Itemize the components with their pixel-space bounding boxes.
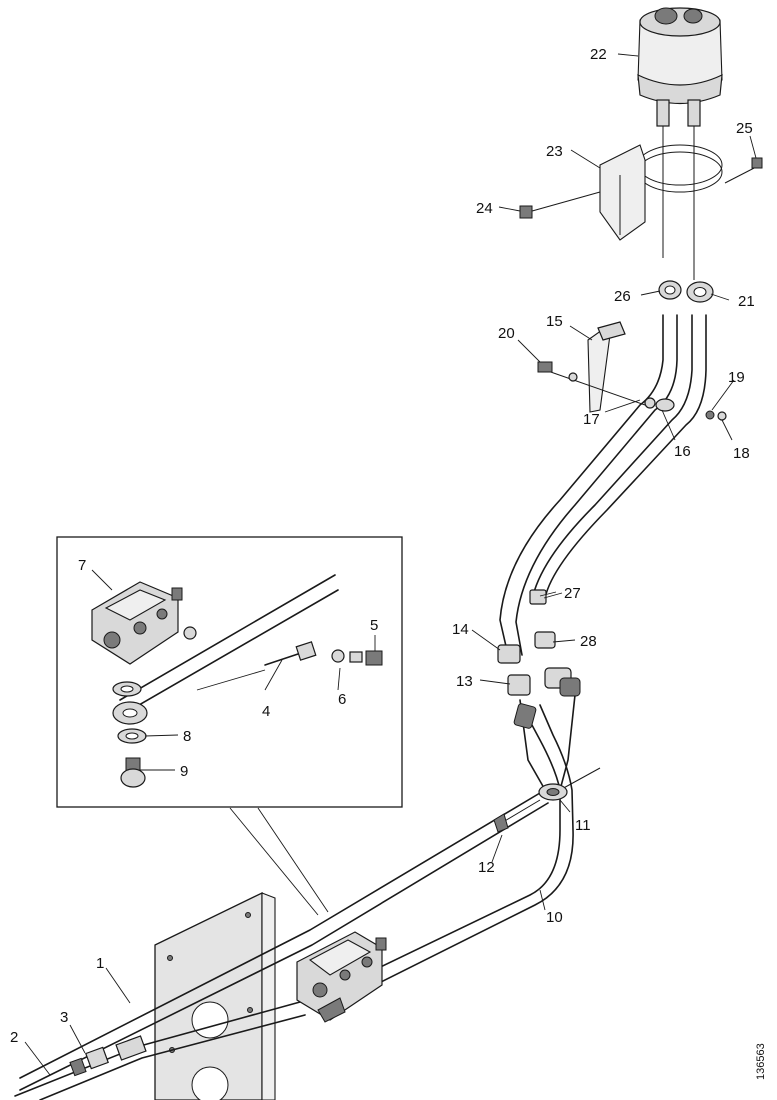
callout-7: 7 (78, 557, 86, 574)
callout-25: 25 (736, 120, 753, 137)
pipe-upper-a (499, 314, 664, 656)
callout-4: 4 (262, 703, 270, 720)
pipe-upper-c (531, 314, 693, 601)
callout-2: 2 (10, 1029, 18, 1046)
callout-21: 21 (738, 293, 755, 310)
callout-27: 27 (564, 585, 581, 602)
pipe-stub-right (559, 767, 601, 791)
callout-16: 16 (674, 443, 691, 460)
pipe-10-outer (374, 704, 574, 986)
callout-5: 5 (370, 617, 378, 634)
pump-assembly (296, 931, 387, 1023)
pipe-1 (19, 789, 546, 1079)
callout-26: 26 (614, 288, 631, 305)
callout-11: 11 (575, 817, 591, 834)
drawing-code: 136563 (755, 1043, 767, 1080)
callout-18: 18 (733, 445, 750, 462)
callout-14: 14 (452, 621, 469, 638)
hydraulic-lines (14, 314, 707, 1100)
pipe-upper-b (515, 314, 678, 656)
bracket-clamp-assembly (537, 321, 727, 421)
detail-inset (56, 536, 403, 808)
chassis-frame-plate (154, 891, 276, 1100)
callout-13: 13 (456, 673, 473, 690)
pipe-drop-right (559, 694, 576, 791)
callout-1: 1 (96, 955, 104, 972)
pipe-upper-d (544, 314, 707, 599)
callout-12: 12 (478, 859, 495, 876)
junction-clamp (493, 783, 568, 833)
pipe-10 (369, 711, 561, 973)
callout-10: 10 (546, 909, 563, 926)
reservoir-assembly (519, 7, 763, 303)
pipe-1-outer (19, 802, 549, 1091)
callout-24: 24 (476, 200, 493, 217)
callout-6: 6 (338, 691, 346, 708)
callout-8: 8 (183, 728, 191, 745)
callout-17: 17 (583, 411, 600, 428)
callout-labels: 1 2 3 4 5 6 7 8 9 10 11 12 13 14 15 16 1… (10, 46, 755, 1046)
callout-9: 9 (180, 763, 188, 780)
detail-pointer (229, 807, 329, 916)
leader-lines (24, 53, 757, 1076)
pipe-2-outer (39, 1014, 306, 1100)
callout-28: 28 (580, 633, 597, 650)
callout-15: 15 (546, 313, 563, 330)
callout-22: 22 (590, 46, 607, 63)
fitting-3-group (69, 1035, 147, 1077)
callout-20: 20 (498, 325, 515, 342)
callout-3: 3 (60, 1009, 68, 1026)
callout-23: 23 (546, 143, 563, 160)
callout-19: 19 (728, 369, 745, 386)
fittings-middle (497, 589, 581, 729)
